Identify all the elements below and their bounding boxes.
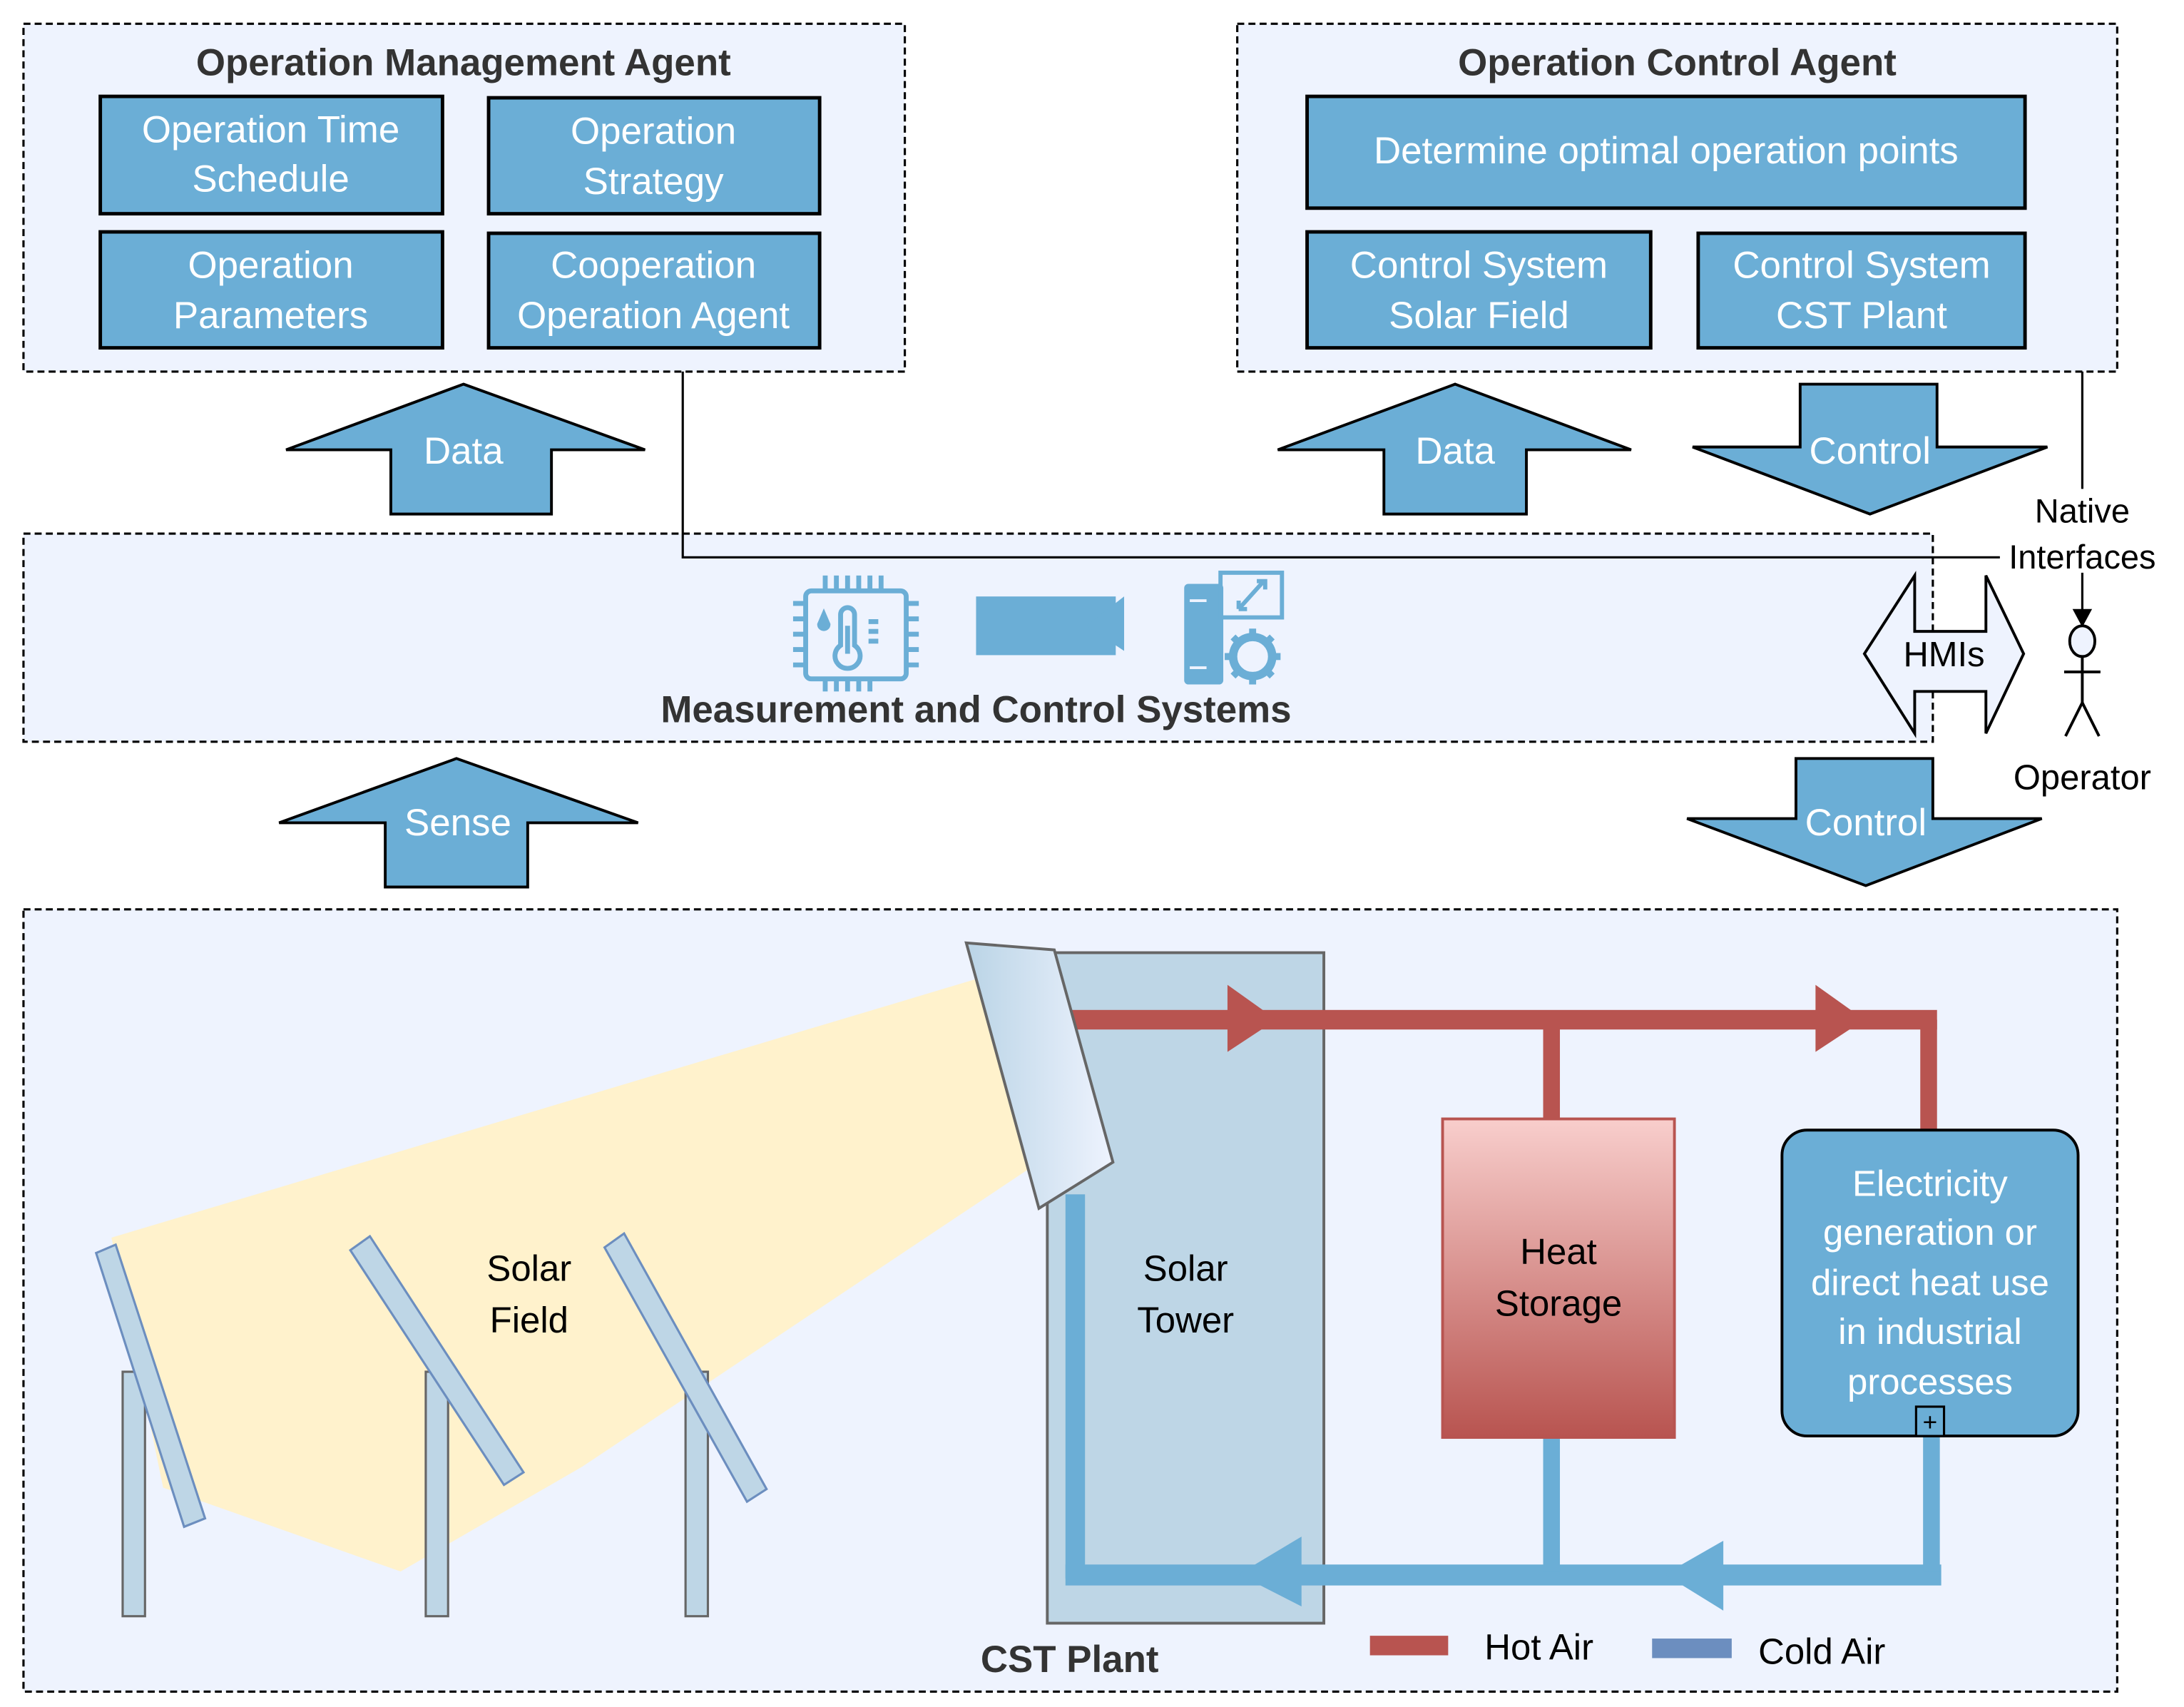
heliostat-post-1 bbox=[121, 1370, 146, 1618]
solar-tower[interactable] bbox=[1046, 951, 1326, 1625]
sun-beam bbox=[111, 977, 1043, 1572]
control-agent-title: Operation Control Agent bbox=[1458, 42, 1897, 84]
svg-text:Storage: Storage bbox=[1495, 1283, 1622, 1324]
hmis-double-arrow[interactable]: HMIs bbox=[1862, 571, 2026, 738]
svg-text:+: + bbox=[1923, 1408, 1938, 1436]
heat-storage[interactable]: Heat Storage bbox=[1441, 1117, 1676, 1440]
svg-text:Operation: Operation bbox=[188, 245, 353, 287]
measurement-title: Measurement and Control Systems bbox=[660, 688, 1291, 730]
legend-label-hot-air: Hot Air bbox=[1484, 1626, 1593, 1667]
svg-text:Determine optimal operation po: Determine optimal operation points bbox=[1374, 130, 1959, 172]
server-settings-icon bbox=[1184, 570, 1285, 685]
native-interfaces-label-line2: Interfaces bbox=[2009, 538, 2155, 576]
svg-text:processes: processes bbox=[1847, 1361, 2013, 1402]
solar-tower-label-line1: Solar bbox=[1143, 1248, 1228, 1289]
box-determine-optimal-operation-points[interactable]: Determine optimal operation points bbox=[1305, 94, 2027, 210]
control-arrow-bottom: Control bbox=[1686, 757, 2043, 887]
svg-text:HMIs: HMIs bbox=[1903, 636, 1984, 674]
solar-field-label-line2: Field bbox=[490, 1300, 568, 1340]
svg-text:CST Plant: CST Plant bbox=[1776, 295, 1947, 337]
cold-air-pipes bbox=[1065, 1194, 1941, 1611]
svg-text:Schedule: Schedule bbox=[192, 158, 349, 200]
svg-text:Control System: Control System bbox=[1733, 245, 1990, 287]
heliostat-post-2 bbox=[424, 1370, 449, 1618]
control-arrow-top: Control bbox=[1692, 382, 2048, 516]
svg-text:Data: Data bbox=[424, 430, 504, 472]
cst-plant-panel: CST Plant Solar Field Solar Tower bbox=[22, 908, 2118, 1693]
svg-text:in industrial: in industrial bbox=[1838, 1311, 2021, 1352]
svg-text:Operation: Operation bbox=[571, 111, 736, 153]
native-interfaces-label-line1: Native bbox=[2035, 491, 2130, 529]
tower-receiver bbox=[964, 941, 1115, 1211]
legend-swatch-hot-air bbox=[1369, 1636, 1449, 1656]
box-operation-parameters[interactable]: Operation Parameters bbox=[98, 230, 444, 350]
box-control-system-cst-plant[interactable]: Control System CST Plant bbox=[1696, 231, 2027, 350]
svg-text:Cooperation: Cooperation bbox=[551, 245, 756, 287]
svg-text:Heat: Heat bbox=[1520, 1231, 1597, 1272]
svg-text:Sense: Sense bbox=[404, 802, 511, 844]
heliostat-mirror-1 bbox=[94, 1243, 207, 1529]
svg-text:Parameters: Parameters bbox=[173, 295, 368, 337]
operation-management-agent-panel: Operation Management Agent Operation Tim… bbox=[22, 22, 907, 373]
svg-text:Control: Control bbox=[1805, 802, 1927, 844]
sensor-chip-icon bbox=[792, 575, 919, 692]
svg-text:Solar Field: Solar Field bbox=[1389, 295, 1569, 337]
svg-text:Electricity: Electricity bbox=[1852, 1163, 2008, 1203]
solar-tower-label-line2: Tower bbox=[1137, 1300, 1234, 1340]
legend-swatch-cold-air bbox=[1652, 1639, 1732, 1658]
expand-marker-icon[interactable]: + bbox=[1914, 1405, 1946, 1437]
operation-control-agent-panel: Operation Control Agent Determine optima… bbox=[1236, 22, 2118, 373]
svg-text:direct heat use: direct heat use bbox=[1811, 1262, 2049, 1303]
hot-air-flow-arrow-2 bbox=[1815, 984, 1864, 1052]
heliostat-mirror-2 bbox=[349, 1234, 526, 1487]
svg-text:Control System: Control System bbox=[1350, 245, 1608, 287]
operator-label: Operator bbox=[2014, 758, 2151, 797]
cst-plant-title: CST Plant bbox=[981, 1639, 1159, 1681]
hot-air-pipes bbox=[1071, 984, 1937, 1132]
cold-air-flow-arrow-1 bbox=[1238, 1537, 1302, 1607]
management-agent-title: Operation Management Agent bbox=[196, 42, 731, 84]
box-operation-time-schedule[interactable]: Operation Time Schedule bbox=[98, 94, 444, 216]
data-arrow-left: Data bbox=[285, 382, 646, 516]
measurement-control-panel: Measurement and Control Systems bbox=[22, 532, 1934, 743]
legend: Hot Air Cold Air bbox=[1369, 1626, 1885, 1671]
operator-actor-icon bbox=[2063, 624, 2101, 737]
box-control-system-solar-field[interactable]: Control System Solar Field bbox=[1305, 230, 1653, 350]
svg-text:Operation Agent: Operation Agent bbox=[517, 295, 790, 337]
svg-text:Control: Control bbox=[1810, 430, 1931, 472]
svg-text:Operation Time: Operation Time bbox=[142, 109, 399, 151]
box-cooperation-operation-agent[interactable]: Cooperation Operation Agent bbox=[486, 231, 822, 350]
solar-field-label-line1: Solar bbox=[486, 1248, 571, 1289]
svg-text:Strategy: Strategy bbox=[583, 160, 724, 203]
heliostat-mirror-3 bbox=[603, 1231, 768, 1504]
svg-text:generation or: generation or bbox=[1823, 1212, 2037, 1253]
cold-air-flow-arrow-2 bbox=[1664, 1540, 1724, 1611]
arrowhead-to-operator bbox=[2072, 608, 2093, 628]
box-operation-strategy[interactable]: Operation Strategy bbox=[486, 96, 822, 216]
svg-text:Data: Data bbox=[1415, 430, 1495, 472]
electricity-process-box[interactable]: Electricity generation or direct heat us… bbox=[1780, 1128, 2080, 1438]
sense-arrow: Sense bbox=[278, 757, 639, 889]
video-camera-icon bbox=[976, 596, 1125, 656]
cooperation-connector-line bbox=[681, 371, 2000, 559]
data-arrow-right: Data bbox=[1277, 382, 1632, 516]
legend-label-cold-air: Cold Air bbox=[1758, 1631, 1885, 1671]
hot-air-flow-arrow-1 bbox=[1227, 984, 1277, 1052]
